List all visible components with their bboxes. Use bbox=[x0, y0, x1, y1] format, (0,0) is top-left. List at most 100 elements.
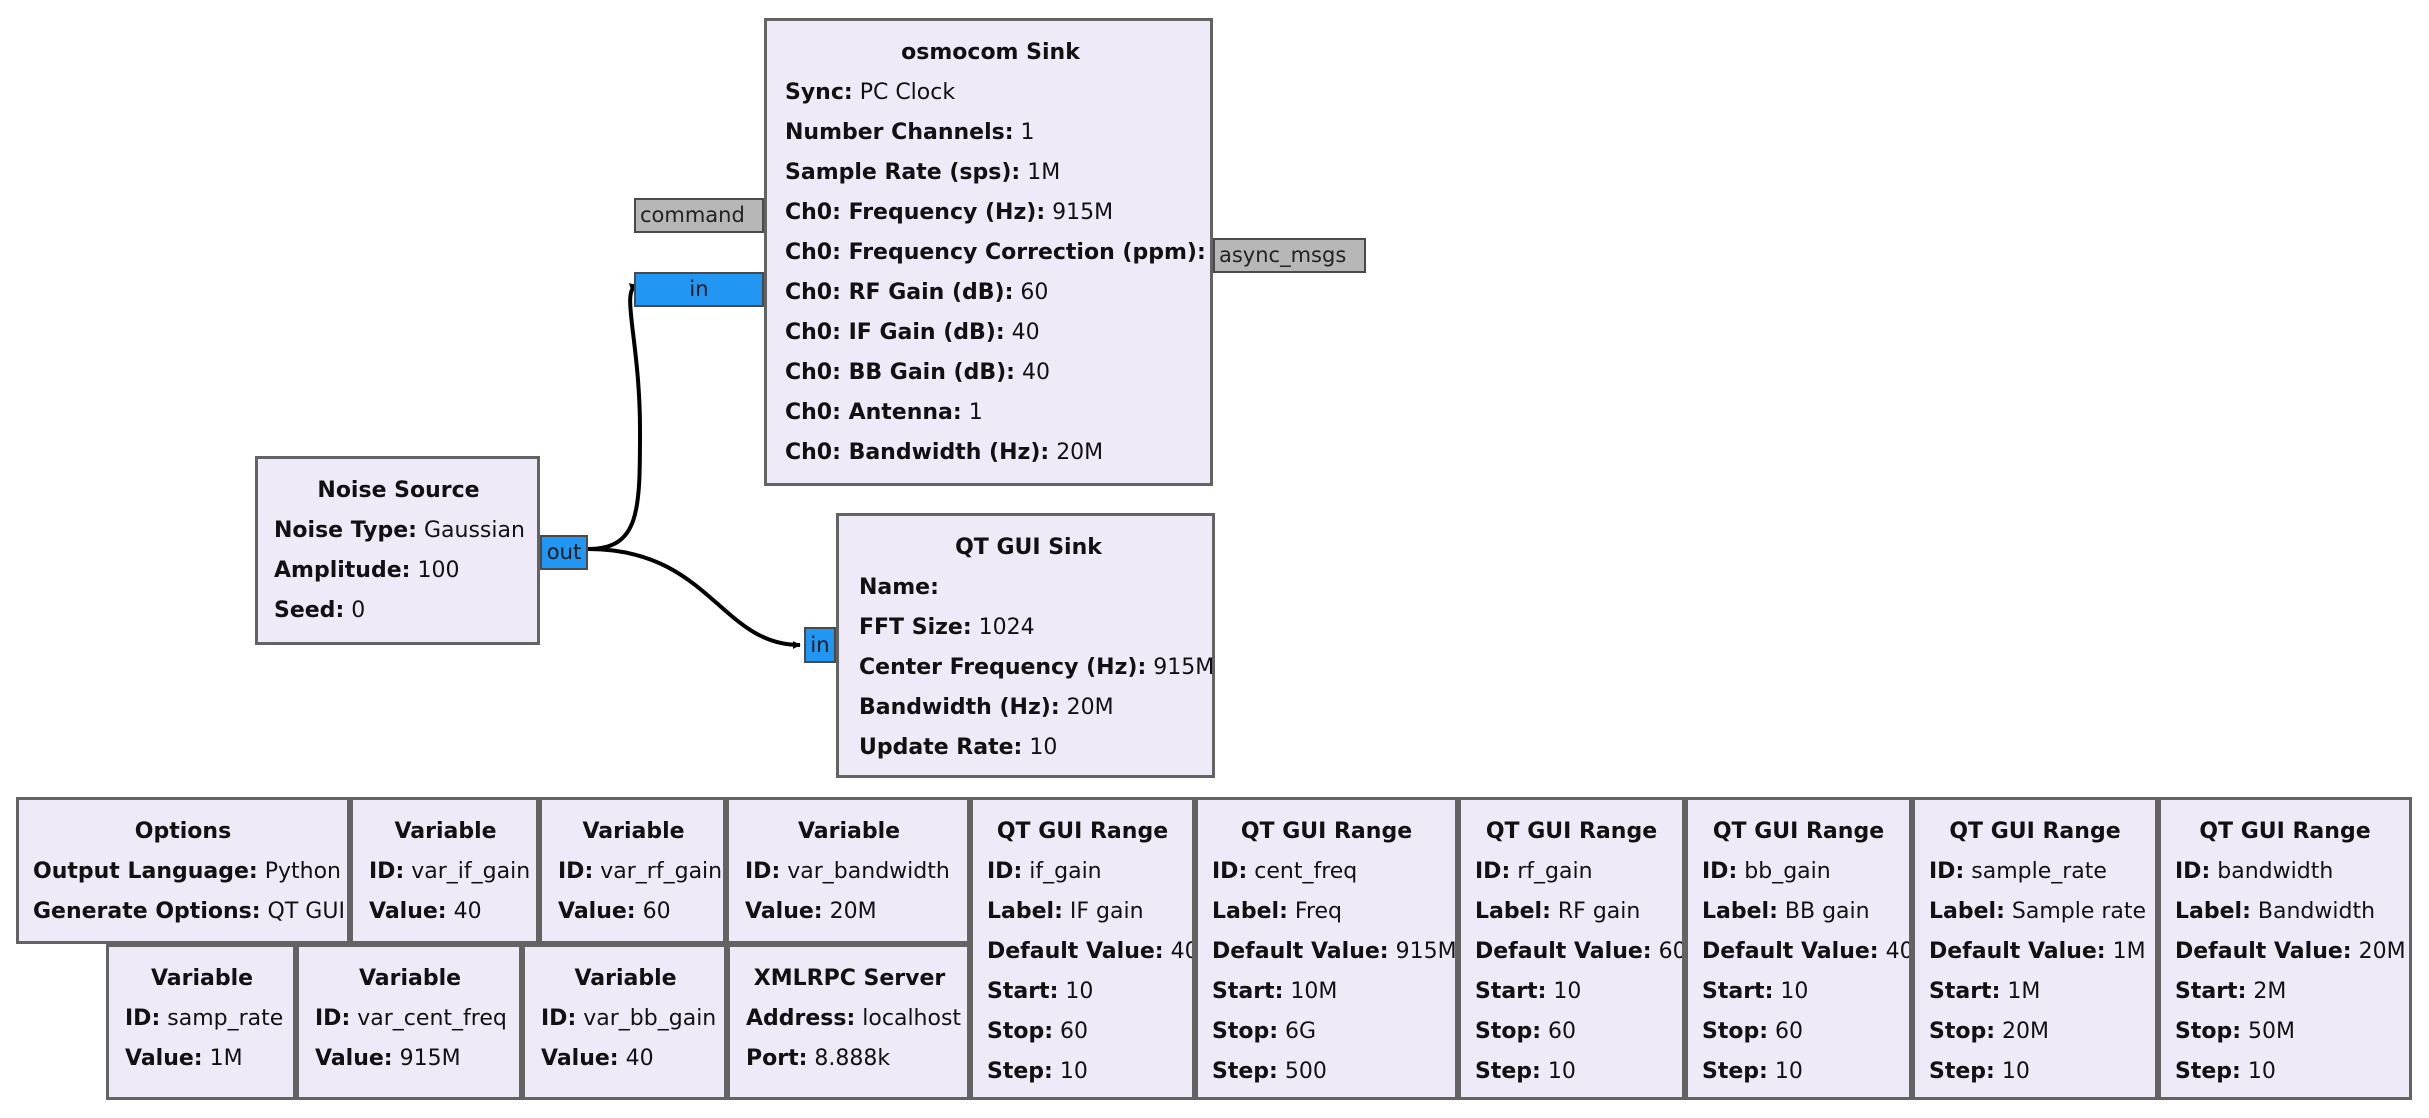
param-row: IDvar_bb_gain bbox=[541, 999, 716, 1039]
param-row: Amplitude100 bbox=[274, 551, 523, 591]
qt-gui-range-rf-gain-block[interactable]: QT GUI Range IDrf_gainLabelRF gainDefaul… bbox=[1458, 797, 1685, 1100]
param-row: Start10M bbox=[1212, 972, 1441, 1012]
block-title: QT GUI Range bbox=[1485, 819, 1658, 844]
options-block[interactable]: Options Output LanguagePythonGenerate Op… bbox=[16, 797, 350, 944]
block-title: QT GUI Range bbox=[1949, 819, 2121, 844]
param-key: Sync bbox=[785, 80, 853, 105]
param-row: Generate OptionsQT GUI bbox=[33, 892, 345, 932]
param-row: ID sample_rate bbox=[1929, 852, 2141, 892]
param-key: ID bbox=[1929, 859, 1964, 884]
noise-out-port[interactable]: out bbox=[540, 535, 588, 570]
param-key: Output Language bbox=[33, 859, 258, 884]
block-title: XMLRPC Server bbox=[753, 966, 946, 991]
param-row: Ch0: Antenna1 bbox=[785, 393, 1196, 433]
param-value: var_rf_gain bbox=[600, 859, 723, 884]
param-value: 100 bbox=[417, 558, 460, 583]
qt-gui-range-bandwidth-block[interactable]: QT GUI Range IDbandwidthLabelBandwidthDe… bbox=[2158, 797, 2412, 1100]
qt-gui-range-cent-freq-block[interactable]: QT GUI Range IDcent_freqLabelFreqDefault… bbox=[1195, 797, 1458, 1100]
param-key: ID bbox=[1212, 859, 1247, 884]
param-key: Label bbox=[1475, 899, 1551, 924]
param-row: IDsamp_rate bbox=[125, 999, 283, 1039]
param-value: bandwidth bbox=[2217, 859, 2334, 884]
param-value: Python bbox=[264, 859, 341, 884]
param-key: Default Value bbox=[987, 939, 1164, 964]
param-value: IF gain bbox=[1069, 899, 1144, 924]
param-value: 915M bbox=[1052, 200, 1114, 225]
param-key: Default Value bbox=[1929, 939, 2106, 964]
variable-var-cent-freq-block[interactable]: Variable IDvar_cent_freqValue915M bbox=[296, 944, 522, 1100]
param-value: 20M bbox=[2002, 1019, 2050, 1044]
variable-var-if-gain-block[interactable]: Variable IDvar_if_gainValue40 bbox=[350, 797, 539, 944]
param-key: Step bbox=[987, 1059, 1053, 1084]
param-value: 8.888k bbox=[814, 1046, 891, 1071]
param-value: 1M bbox=[209, 1046, 243, 1071]
param-value: 10 bbox=[1547, 1059, 1576, 1084]
param-value: 10 bbox=[1774, 1059, 1803, 1084]
async-msgs-message-port[interactable]: async_msgs bbox=[1213, 238, 1366, 273]
noise-source-block[interactable]: Noise Source Noise TypeGaussianAmplitude… bbox=[255, 456, 540, 645]
block-title: Variable bbox=[582, 819, 685, 844]
block-title: QT GUI Range bbox=[1712, 819, 1885, 844]
param-key: Stop bbox=[987, 1019, 1053, 1044]
param-value: 2M bbox=[2253, 979, 2287, 1004]
param-value: 20M bbox=[1056, 440, 1104, 465]
variable-samp-rate-block[interactable]: Variable IDsamp_rateValue1M bbox=[106, 944, 296, 1100]
param-value: sample_rate bbox=[1971, 859, 2107, 884]
param-value: 10 bbox=[1065, 979, 1094, 1004]
param-value: 10 bbox=[1029, 735, 1058, 760]
variable-var-bb-gain-block[interactable]: Variable IDvar_bb_gainValue40 bbox=[522, 944, 727, 1100]
qt-gui-range-bb-gain-block[interactable]: QT GUI Range IDbb_gainLabelBB gainDefaul… bbox=[1685, 797, 1912, 1100]
param-key: Step bbox=[1929, 1059, 1995, 1084]
param-key: Bandwidth (Hz) bbox=[859, 695, 1060, 720]
param-value: 10M bbox=[1290, 979, 1338, 1004]
param-key: ID bbox=[315, 1006, 350, 1031]
param-row: Ch0: BB Gain (dB)40 bbox=[785, 353, 1196, 393]
param-value: var_bb_gain bbox=[583, 1006, 717, 1031]
param-key: Label bbox=[1212, 899, 1288, 924]
param-key: Update Rate bbox=[859, 735, 1022, 760]
param-row: Noise TypeGaussian bbox=[274, 511, 525, 551]
param-value: 10 bbox=[1780, 979, 1809, 1004]
param-key: Step bbox=[1475, 1059, 1541, 1084]
param-row: Stop60 bbox=[987, 1012, 1178, 1052]
command-message-port[interactable]: command bbox=[634, 198, 764, 233]
param-row: LabelBandwidth bbox=[2175, 892, 2395, 932]
qt-gui-range-sample-rate-block[interactable]: QT GUI Range IDsample_rateLabelSample ra… bbox=[1912, 797, 2158, 1100]
qt-gui-range-if-gain-block[interactable]: QT GUI Range IDif_gainLabelIF gainDefaul… bbox=[970, 797, 1195, 1100]
block-title: QT GUI Sink bbox=[955, 535, 1102, 560]
variable-var-rf-gain-block[interactable]: Variable IDvar_rf_gainValue60 bbox=[539, 797, 726, 944]
param-key: Ch0: BB Gain (dB) bbox=[785, 360, 1015, 385]
param-row: Default Value915M bbox=[1212, 932, 1455, 972]
param-key: Default Value bbox=[1702, 939, 1879, 964]
param-key: Noise Type bbox=[274, 518, 417, 543]
param-row: Stop6G bbox=[1212, 1012, 1441, 1052]
block-title: QT GUI Range bbox=[1240, 819, 1413, 844]
param-value: 0 bbox=[351, 598, 366, 623]
param-key: Start bbox=[2175, 979, 2246, 1004]
variable-var-bandwidth-block[interactable]: Variable IDvar_bandwidthValue20M bbox=[726, 797, 970, 944]
param-row: Value60 bbox=[558, 892, 709, 932]
param-value: 500 bbox=[1284, 1059, 1327, 1084]
param-row: Addresslocalhost bbox=[746, 999, 961, 1039]
connection-noise-to-osmocom[interactable] bbox=[587, 283, 643, 551]
param-value: 1024 bbox=[978, 615, 1035, 640]
param-key: Ch0: Antenna bbox=[785, 400, 962, 425]
param-key: Stop bbox=[1475, 1019, 1541, 1044]
xmlrpc-server-block[interactable]: XMLRPC Server AddresslocalhostPort8.888k bbox=[727, 944, 970, 1100]
qt-gui-in-port[interactable]: in bbox=[804, 627, 836, 663]
block-title: Variable bbox=[150, 966, 254, 991]
param-key: Value bbox=[125, 1046, 203, 1071]
param-row: Ch0: Frequency Correction (ppm)0 bbox=[785, 233, 1206, 273]
param-row: FFT Size1024 bbox=[859, 608, 1198, 648]
connection-noise-to-qtgui[interactable] bbox=[587, 547, 801, 649]
param-row: IDif_gain bbox=[987, 852, 1178, 892]
param-row: Default Value40 bbox=[987, 932, 1192, 972]
param-key: Step bbox=[1702, 1059, 1768, 1084]
param-key: Start bbox=[1929, 979, 2000, 1004]
qt-gui-sink-block[interactable]: QT GUI Sink NameFFT Size1024Center Frequ… bbox=[836, 513, 1215, 778]
param-value: RF gain bbox=[1557, 899, 1641, 924]
osmocom-in-port[interactable]: in bbox=[634, 272, 764, 307]
param-row: Start10 bbox=[987, 972, 1178, 1012]
param-value: 60 bbox=[642, 899, 671, 924]
